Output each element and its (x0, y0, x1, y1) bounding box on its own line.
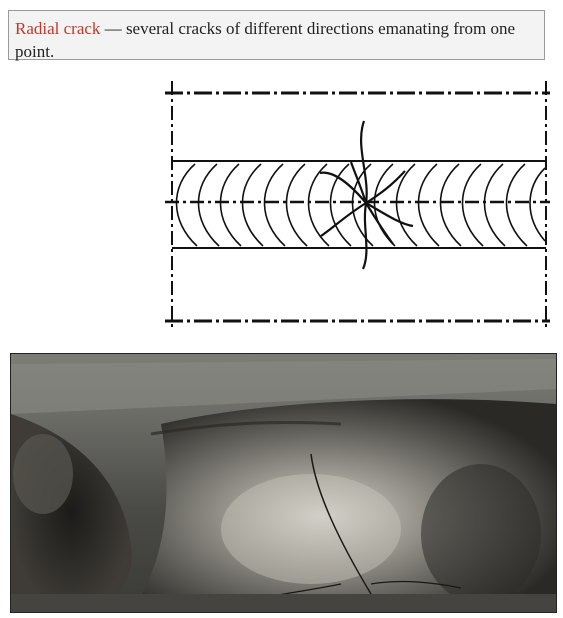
weld-ripples (175, 163, 546, 247)
defect-term: Radial crack (15, 19, 101, 38)
radial-cracks (319, 120, 414, 270)
radial-crack-photo (10, 353, 557, 613)
defect-description: — several cracks of different directions… (15, 19, 516, 61)
radial-crack-schematic (165, 81, 550, 331)
definition-caption: Radial crack — several cracks of differe… (8, 10, 545, 61)
